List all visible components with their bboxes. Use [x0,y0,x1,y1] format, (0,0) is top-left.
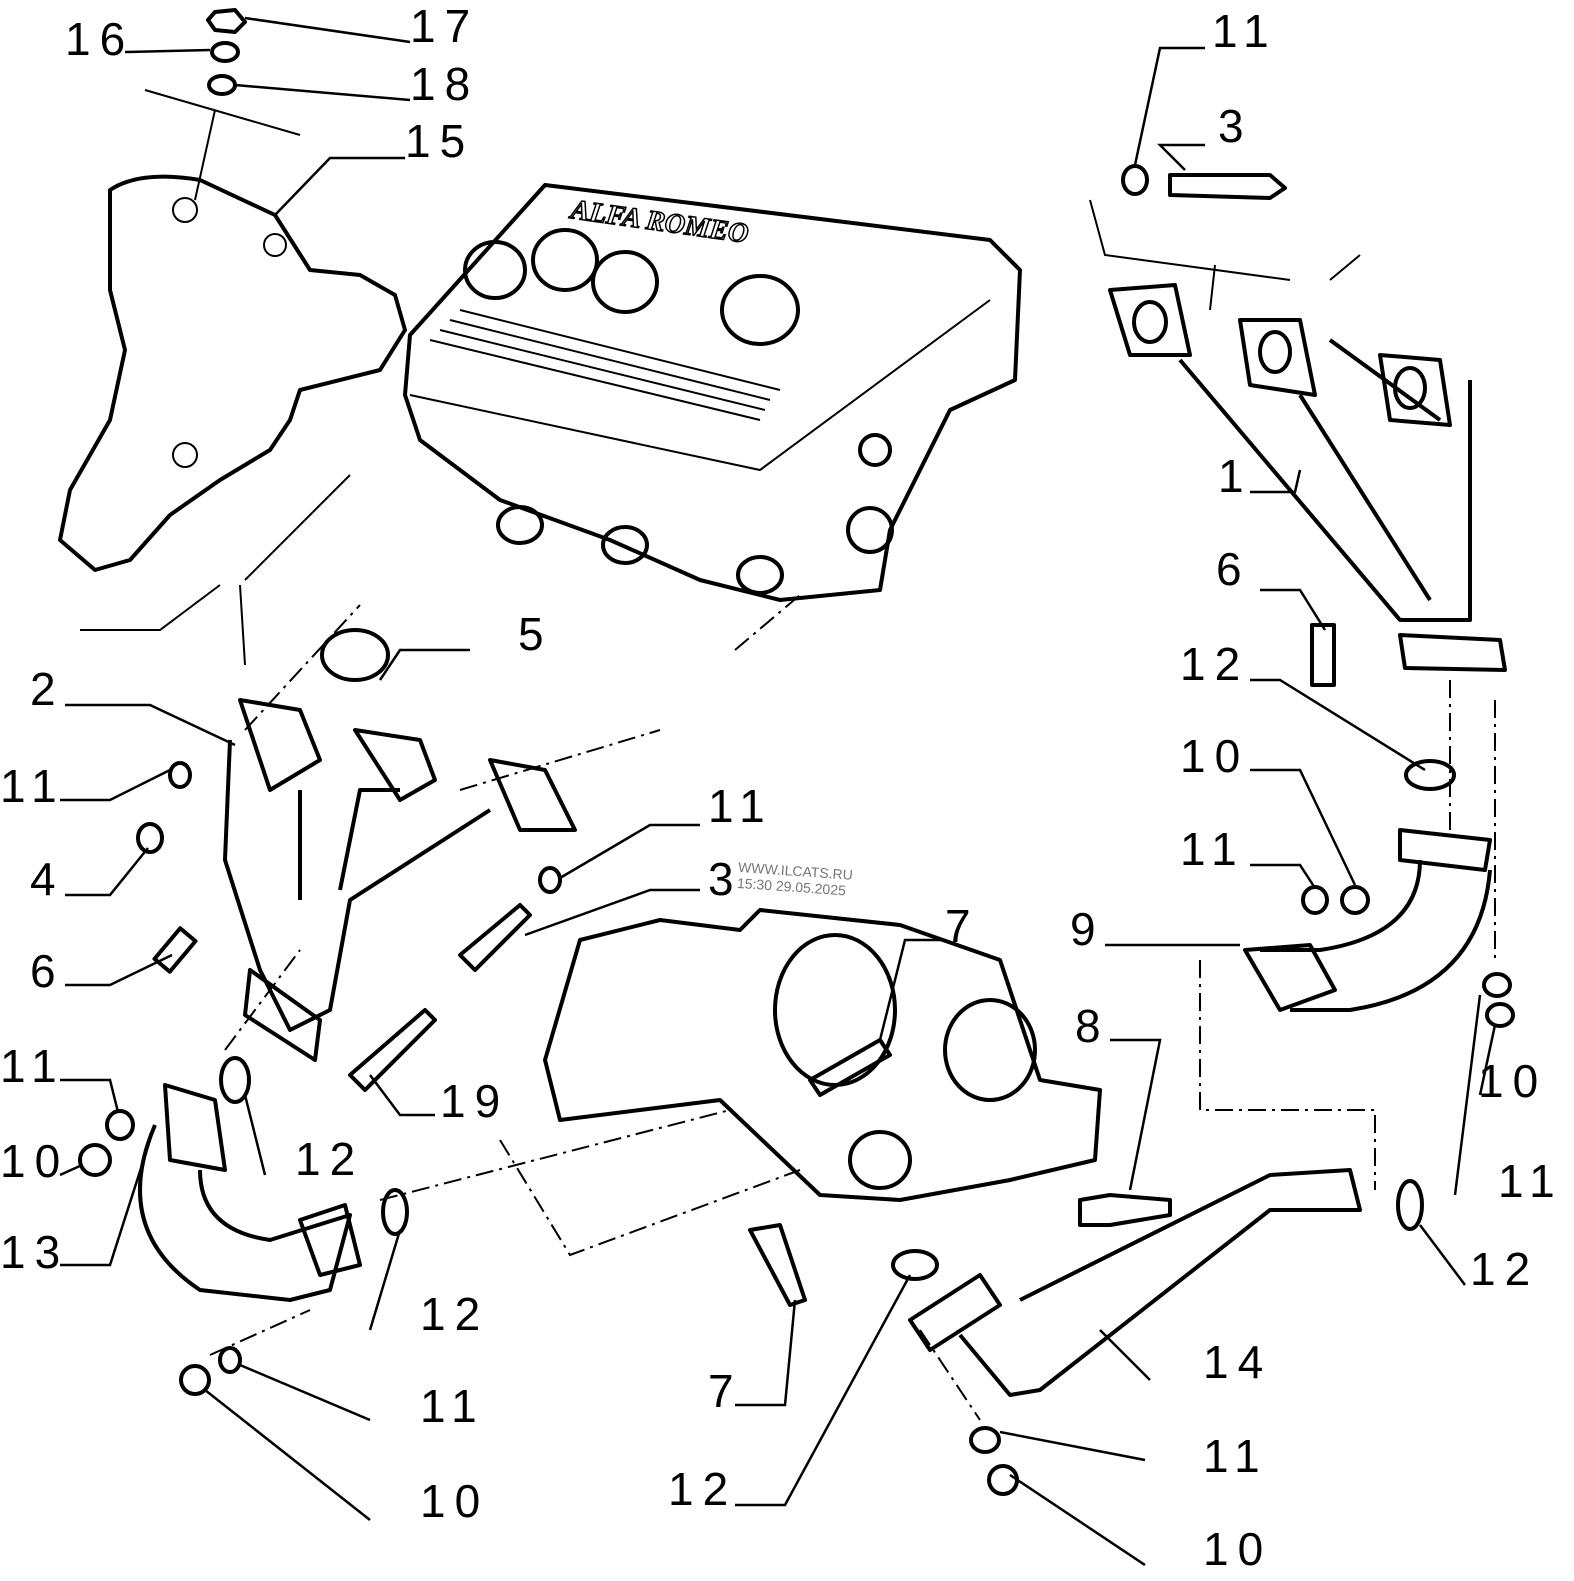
callout-11: 11 [1203,1430,1269,1482]
watermark: WWW.ILCATS.RU 15:30 29.05.2025 [737,859,854,899]
callout-13: 13 [0,1226,69,1278]
callout-11: 11 [1212,5,1278,57]
callout-15: 15 [405,115,474,167]
callout-8: 8 [1075,1000,1110,1052]
leader-lines [59,16,1497,1567]
callout-2: 2 [30,663,65,715]
callout-12: 12 [295,1133,364,1185]
part-downpipe-13 [138,1083,352,1302]
callout-18: 18 [410,58,479,110]
callout-19: 19 [440,1075,509,1127]
callout-14: 14 [1203,1336,1272,1388]
part-exhaust-manifold-right [1108,283,1507,672]
callout-11: 11 [1498,1155,1564,1207]
callout-12: 12 [1180,638,1249,690]
callout-17: 17 [410,0,479,52]
callout-1: 1 [1218,450,1253,502]
part-cylinder-head: ALFA ROMEO [403,183,1022,602]
callout-12: 12 [1470,1243,1539,1295]
callout-11: 11 [1180,823,1246,875]
callout-12: 12 [420,1288,489,1340]
callout-10: 10 [420,1475,489,1527]
callout-10: 10 [0,1135,69,1187]
part-turbocharger [543,908,1102,1202]
callout-5: 5 [518,608,553,660]
watermark-timestamp: 15:30 29.05.2025 [737,875,847,899]
callout-6: 6 [1216,543,1251,595]
callout-11: 11 [420,1380,486,1432]
callout-16: 16 [65,13,134,65]
callout-9: 9 [1070,903,1105,955]
callout-4: 4 [30,853,65,905]
part-exhaust-manifold-left [223,628,577,1062]
callout-3: 3 [1218,100,1253,152]
watermark-site: WWW.ILCATS.RU [738,859,854,883]
callout-12: 12 [668,1463,737,1515]
callout-11: 11 [0,1040,66,1092]
callout-3: 3 [708,853,743,905]
callout-6: 6 [30,945,65,997]
part-pipe-9 [1243,828,1492,1012]
callout-7: 7 [945,900,980,952]
callout-11: 11 [0,760,66,812]
callout-7: 7 [708,1365,743,1417]
part-heat-shield [58,174,407,572]
callout-11: 11 [708,780,774,832]
callout-10: 10 [1180,730,1249,782]
part-pipe-14 [908,1168,1362,1397]
engine-logo: ALFA ROMEO [567,194,750,250]
callout-10: 10 [1478,1055,1547,1107]
callout-10: 10 [1203,1523,1272,1575]
